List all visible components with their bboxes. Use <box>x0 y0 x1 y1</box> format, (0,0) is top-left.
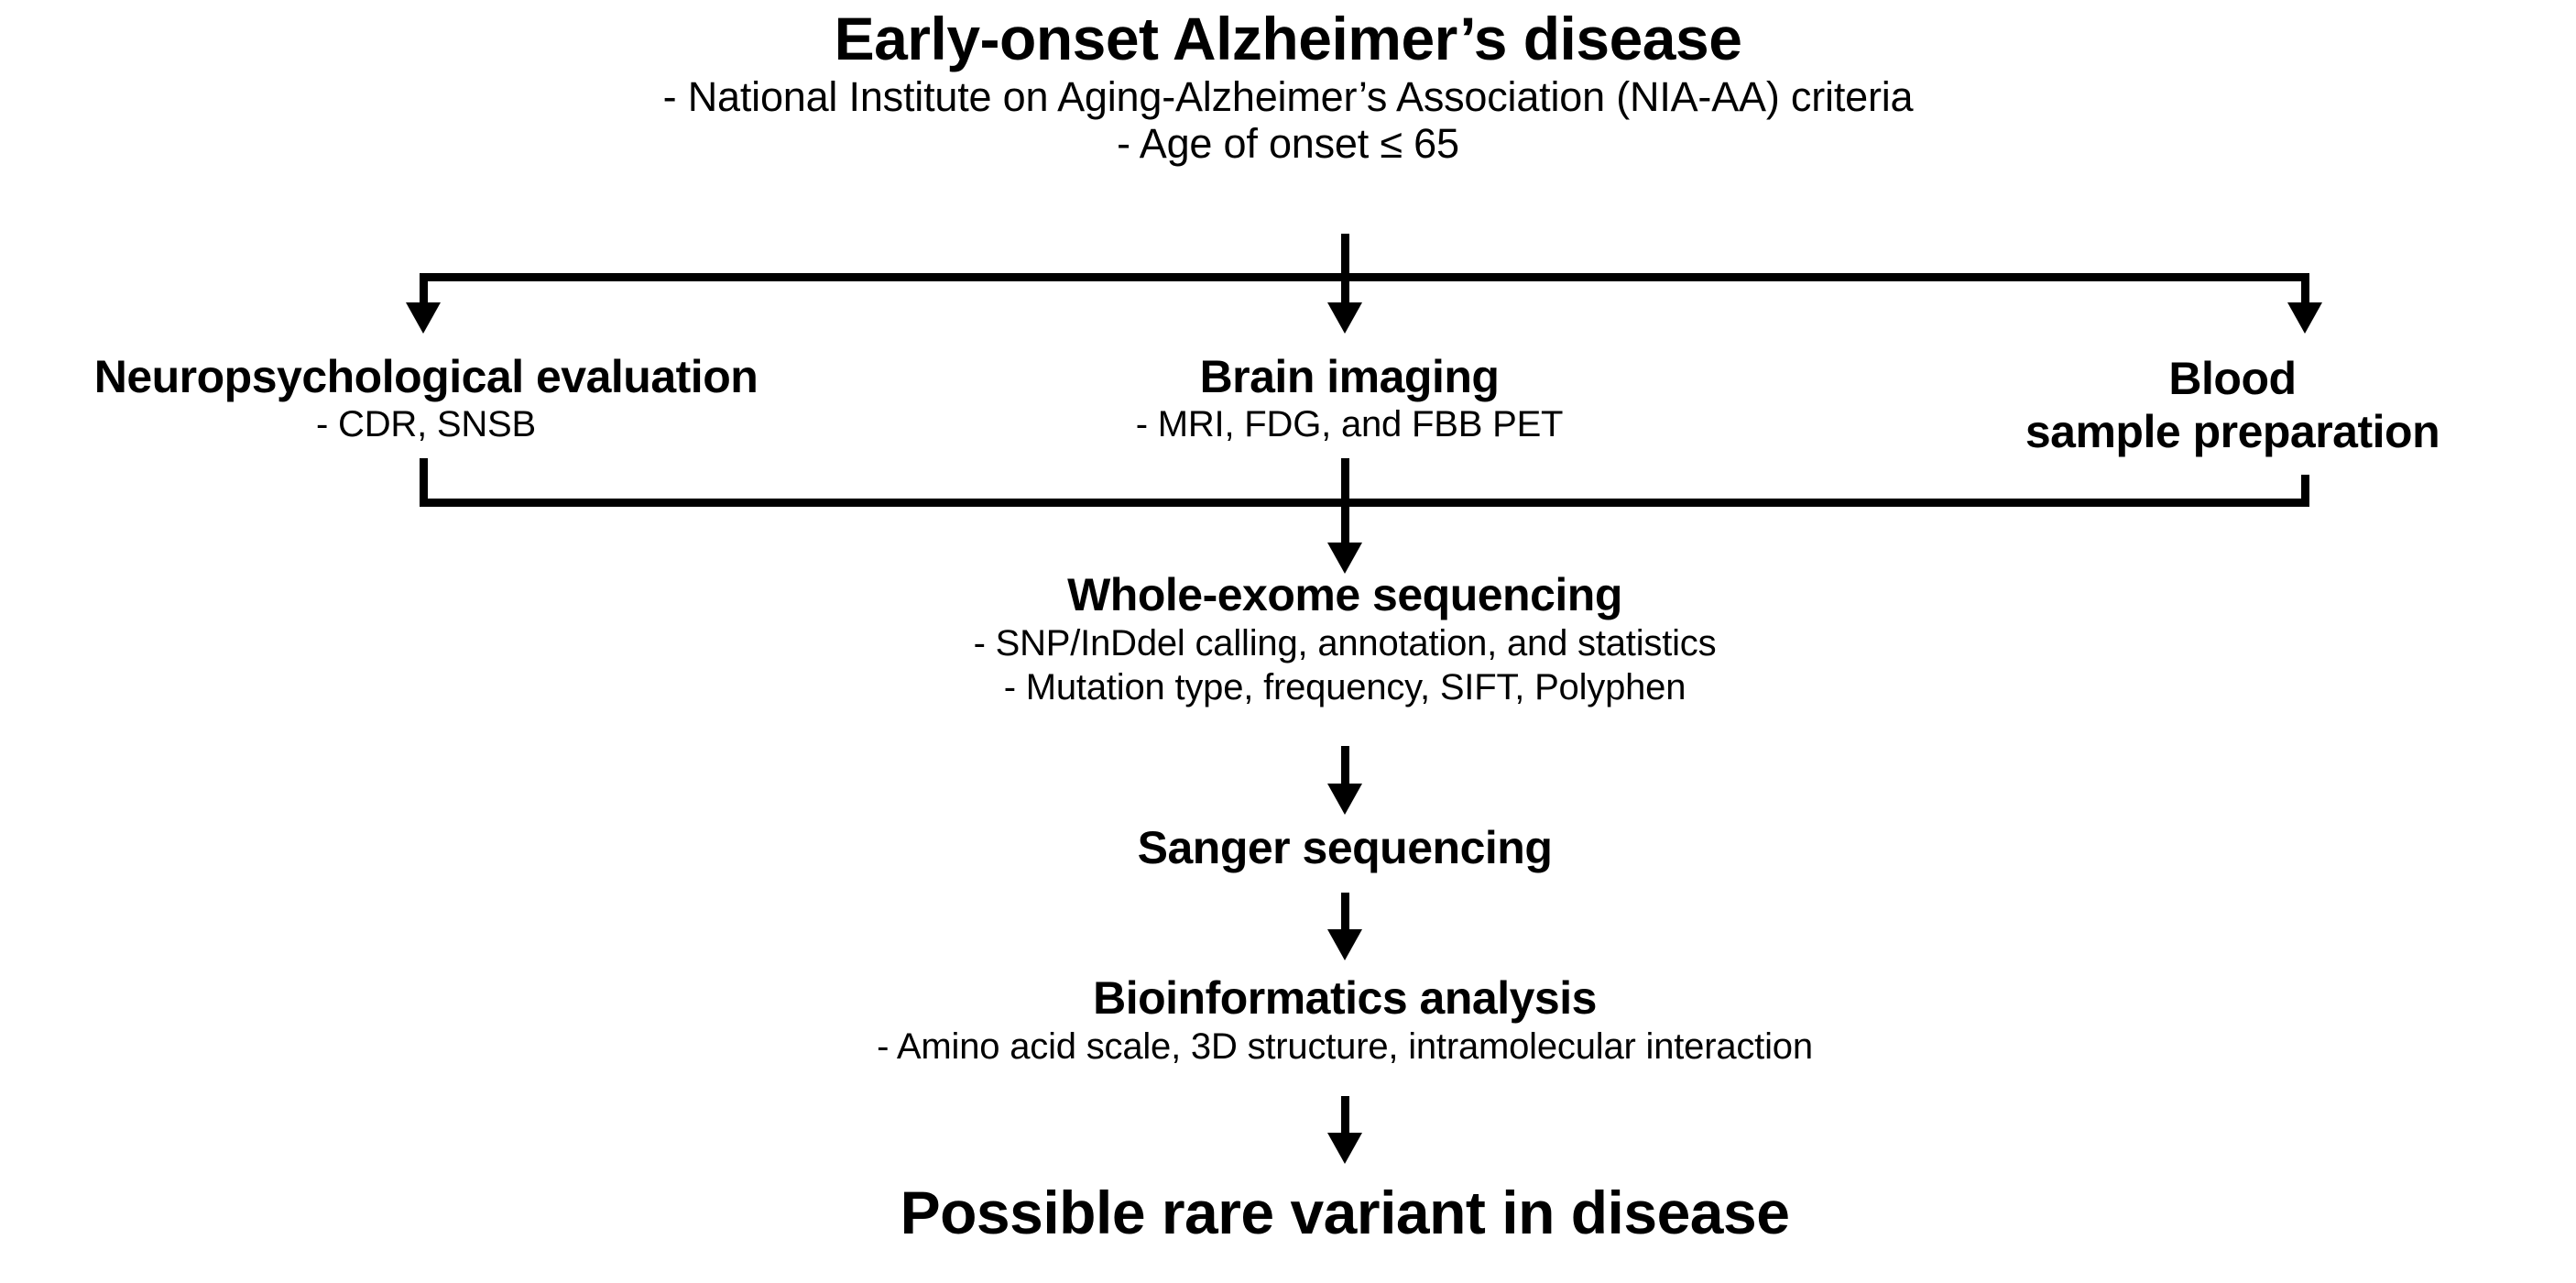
connector-split-bar <box>423 273 2309 281</box>
connector-stem-imaging-to-wes <box>1341 458 1349 550</box>
connector-root-stem <box>1341 234 1349 281</box>
node-root-age-line: - Age of onset ≤ 65 <box>1117 120 1459 168</box>
node-neuropsych-header: Neuropsychological evaluation <box>93 351 759 402</box>
node-blood-header-line2: sample preparation <box>2025 406 2440 457</box>
node-wes-detail-1: - SNP/InDdel calling, annotation, and st… <box>973 623 1717 663</box>
node-sanger-header: Sanger sequencing <box>1137 822 1553 873</box>
node-bioinfo-header: Bioinformatics analysis <box>1093 972 1597 1024</box>
node-neuropsych-detail: - CDR, SNSB <box>315 404 537 444</box>
node-bioinfo-detail: - Amino acid scale, 3D structure, intram… <box>877 1026 1813 1067</box>
node-root-header: Early-onset Alzheimer’s disease <box>834 5 1742 72</box>
node-blood-header-line1: Blood <box>2168 353 2297 404</box>
node-whole-exome-sequencing: Whole-exome sequencing - SNP/InDdel call… <box>429 570 2261 707</box>
node-possible-rare-variant: Possible rare variant in disease <box>429 1179 2261 1246</box>
arrowhead-bioinfo <box>1327 929 1362 960</box>
node-neuropsychological-evaluation: Neuropsychological evaluation - CDR, SNS… <box>0 352 852 444</box>
connector-riser-blood <box>2301 475 2309 507</box>
node-root-early-onset-ad: Early-onset Alzheimer’s disease - Nation… <box>0 5 2576 168</box>
arrowhead-blood <box>2287 302 2322 334</box>
arrowhead-imaging <box>1327 302 1362 334</box>
arrowhead-sanger <box>1327 784 1362 815</box>
connector-merge-bar <box>420 499 2309 507</box>
connector-drop-neuropsych <box>420 273 428 308</box>
node-imaging-detail: - MRI, FDG, and FBB PET <box>1135 404 1564 444</box>
connector-wes-to-sanger <box>1341 746 1349 790</box>
node-outcome-header: Possible rare variant in disease <box>900 1179 1790 1246</box>
connector-drop-blood <box>2301 273 2309 308</box>
node-root-criteria-line: - National Institute on Aging-Alzheimer’… <box>662 72 1914 120</box>
node-sanger-sequencing: Sanger sequencing <box>429 823 2261 872</box>
node-blood-sample-preparation: Blood sample preparation <box>1889 352 2576 458</box>
arrowhead-neuropsych <box>406 302 441 334</box>
node-brain-imaging: Brain imaging - MRI, FDG, and FBB PET <box>923 352 1775 444</box>
connector-sanger-to-bioinfo <box>1341 893 1349 935</box>
connector-riser-neuropsych <box>420 458 428 507</box>
node-bioinformatics-analysis: Bioinformatics analysis - Amino acid sca… <box>429 973 2261 1067</box>
connector-bioinfo-to-outcome <box>1341 1096 1349 1138</box>
connector-drop-imaging <box>1341 273 1349 308</box>
arrowhead-outcome <box>1327 1133 1362 1164</box>
node-imaging-header: Brain imaging <box>1199 351 1500 402</box>
arrowhead-wes <box>1327 543 1362 574</box>
node-wes-detail-2: - Mutation type, frequency, SIFT, Polyph… <box>1003 667 1686 708</box>
node-wes-header: Whole-exome sequencing <box>1067 569 1622 620</box>
